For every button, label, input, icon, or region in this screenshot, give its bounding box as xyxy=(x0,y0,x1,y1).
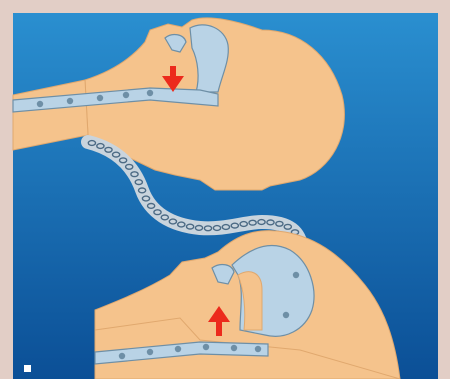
trachea-ring xyxy=(293,272,299,278)
trachea-ring xyxy=(147,90,153,96)
corner-mark xyxy=(24,365,31,372)
trachea-ring xyxy=(123,92,129,98)
trachea-ring xyxy=(255,346,261,352)
trachea-ring xyxy=(67,98,73,104)
trachea-ring xyxy=(97,95,103,101)
trachea-ring xyxy=(283,312,289,318)
trachea-ring xyxy=(37,101,43,107)
trachea-ring xyxy=(119,353,125,359)
trachea-ring xyxy=(175,346,181,352)
trachea-ring xyxy=(231,345,237,351)
trachea-ring xyxy=(147,349,153,355)
trachea-ring xyxy=(203,344,209,350)
